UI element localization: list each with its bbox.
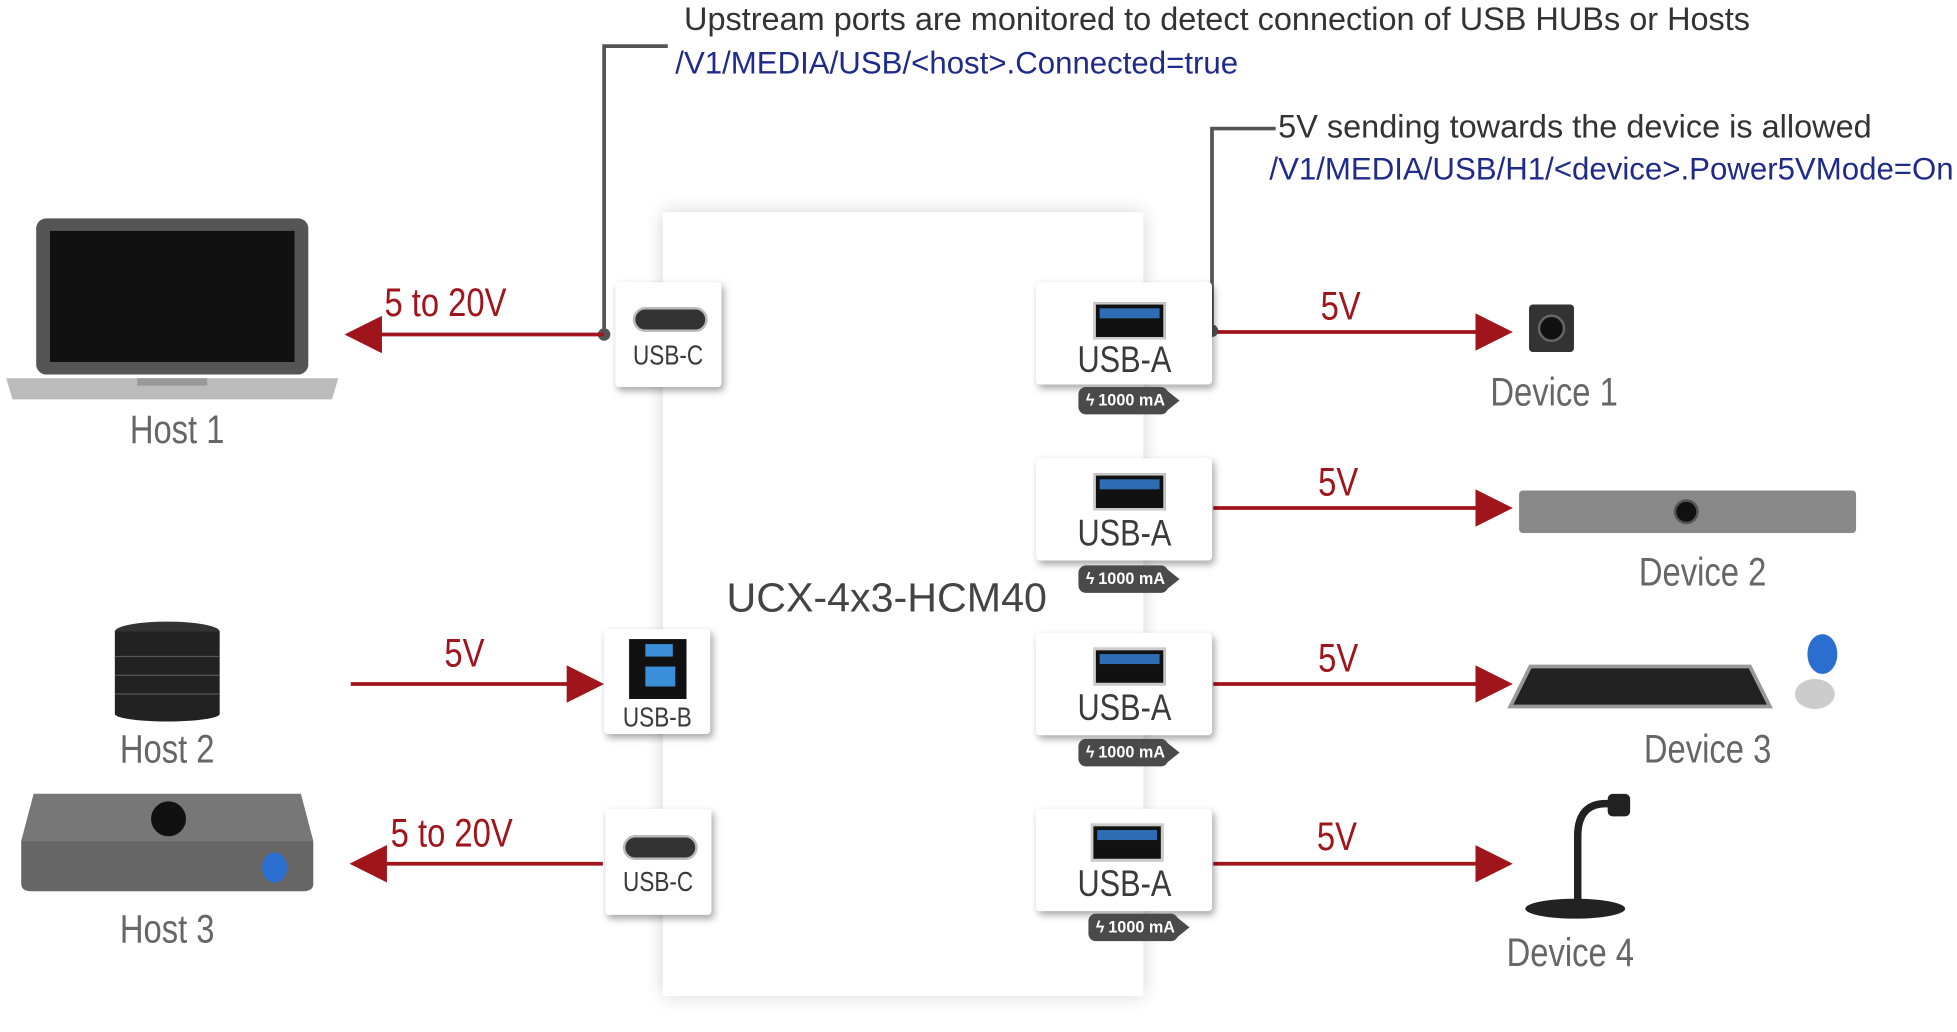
usb-c-icon <box>622 835 698 861</box>
port-usb-c-host1: USB-C <box>615 282 722 387</box>
webcam-icon <box>1529 304 1574 352</box>
lightning-icon: ϟ <box>1085 742 1095 762</box>
device3-label: Device 3 <box>1643 726 1772 772</box>
mouse-icon <box>1794 679 1835 709</box>
port-label: USB-A <box>1077 513 1171 555</box>
lightning-icon: ϟ <box>1085 390 1095 410</box>
voltage-dev3: 5V <box>1318 635 1359 681</box>
port-label: USB-C <box>623 866 694 898</box>
device-model: UCX-4x3-HCM40 <box>726 574 1047 621</box>
port-usb-a-dev2: USB-A <box>1036 458 1213 561</box>
port-usb-a-dev3: USB-A <box>1036 632 1213 736</box>
laptop-icon <box>6 218 339 400</box>
voltage-dev4: 5V <box>1316 813 1357 859</box>
port-label: USB-A <box>1077 687 1171 729</box>
upstream-callout-line <box>602 44 668 335</box>
bluetooth-icon <box>262 852 288 883</box>
host3-label: Host 3 <box>119 906 215 952</box>
device4-label: Device 4 <box>1506 929 1635 975</box>
device1-label: Device 1 <box>1490 369 1618 415</box>
voltage-host2: 5V <box>444 630 485 676</box>
port-usb-a-dev4: USB-A <box>1036 808 1213 912</box>
usb-a-icon <box>1093 473 1166 511</box>
mac-mini-icon <box>21 793 314 892</box>
lightning-icon: ϟ <box>1085 569 1095 588</box>
host2-label: Host 2 <box>119 726 215 772</box>
port-usb-a-dev1: USB-A <box>1036 282 1213 385</box>
power-callout-line <box>1210 126 1276 331</box>
voltage-host3: 5 to 20V <box>390 810 513 856</box>
voltage-host1: 5 to 20V <box>384 279 507 325</box>
power-note: 5V sending towards the device is allowed <box>1278 107 1872 145</box>
usb-a-icon <box>1090 823 1164 862</box>
voltage-dev1: 5V <box>1320 283 1361 329</box>
soundbar-camera-icon <box>1519 490 1857 533</box>
usb-a-icon <box>1093 302 1166 340</box>
microphone-icon <box>1525 793 1631 919</box>
power-path: /V1/MEDIA/USB/H1/<device>.Power5VMode=On <box>1269 152 1954 188</box>
lightning-icon: ϟ <box>1095 917 1105 937</box>
port-usb-c-host3: USB-C <box>605 808 712 915</box>
upstream-path: /V1/MEDIA/USB/<host>.Connected=true <box>675 46 1239 82</box>
usb-a-icon <box>1093 647 1166 686</box>
host1-label: Host 1 <box>129 406 225 452</box>
port-label: USB-A <box>1077 339 1171 381</box>
port-label: USB-B <box>622 701 692 733</box>
upstream-note: Upstream ports are monitored to detect c… <box>684 0 1751 38</box>
usb-b-icon <box>629 639 687 699</box>
voltage-dev2: 5V <box>1318 459 1359 505</box>
device2-label: Device 2 <box>1638 549 1767 595</box>
keyboard-mouse-icon <box>1507 634 1838 709</box>
port-label: USB-A <box>1077 863 1171 905</box>
speaker-icon <box>114 621 220 722</box>
bluetooth-icon <box>1807 634 1838 675</box>
port-label: USB-C <box>633 339 704 371</box>
usb-c-icon <box>632 307 708 333</box>
port-usb-b-host2: USB-B <box>604 629 711 734</box>
